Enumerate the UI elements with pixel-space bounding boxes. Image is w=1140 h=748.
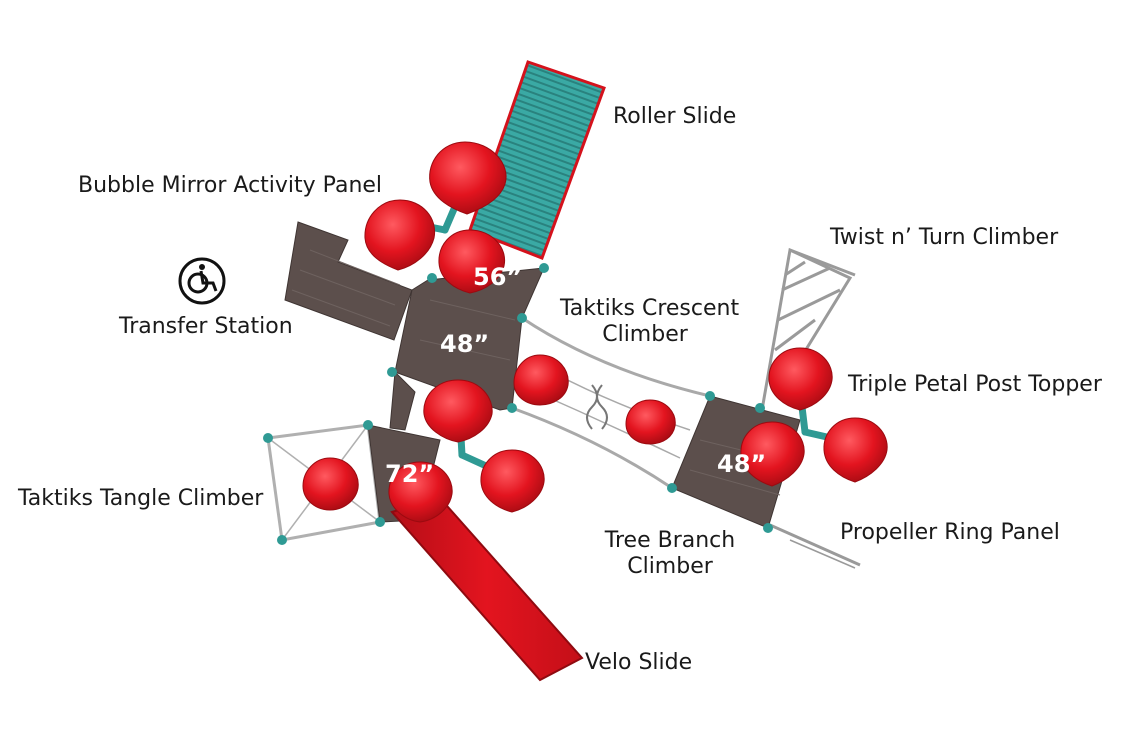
label-propeller-ring-panel: Propeller Ring Panel — [840, 520, 1060, 545]
deck-height-48-right: 48” — [717, 450, 767, 478]
label-twist-turn-climber: Twist n’ Turn Climber — [830, 225, 1059, 250]
velo-slide — [390, 496, 584, 682]
label-tree-branch-line-1: Tree Branch — [604, 528, 736, 553]
wheelchair-accessible-icon — [178, 257, 226, 305]
label-crescent-line-1: Taktiks Crescent — [560, 296, 740, 321]
label-velo-slide: Velo Slide — [585, 650, 693, 675]
label-roller-slide: Roller Slide — [613, 104, 737, 129]
label-taktiks-crescent-climber: Taktiks Crescent Climber — [560, 296, 740, 348]
deck-height-48-left: 48” — [440, 330, 490, 358]
label-crescent-line-2: Climber — [602, 322, 688, 347]
deck-height-56: 56” — [473, 263, 523, 291]
deck-height-72: 72” — [385, 460, 435, 488]
post-connectors — [263, 263, 773, 545]
label-taktiks-tangle-climber: Taktiks Tangle Climber — [18, 486, 264, 511]
label-transfer-station: Transfer Station — [119, 314, 293, 339]
label-triple-petal-post-topper: Triple Petal Post Topper — [848, 372, 1102, 397]
label-bubble-mirror-activity-panel: Bubble Mirror Activity Panel — [78, 173, 383, 198]
label-tree-branch-line-2: Climber — [627, 554, 713, 579]
petal-toppers — [302, 141, 888, 523]
twist-turn-climber — [760, 247, 856, 411]
label-tree-branch-climber: Tree Branch Climber — [595, 528, 745, 580]
propeller-ring-panel — [769, 523, 861, 569]
